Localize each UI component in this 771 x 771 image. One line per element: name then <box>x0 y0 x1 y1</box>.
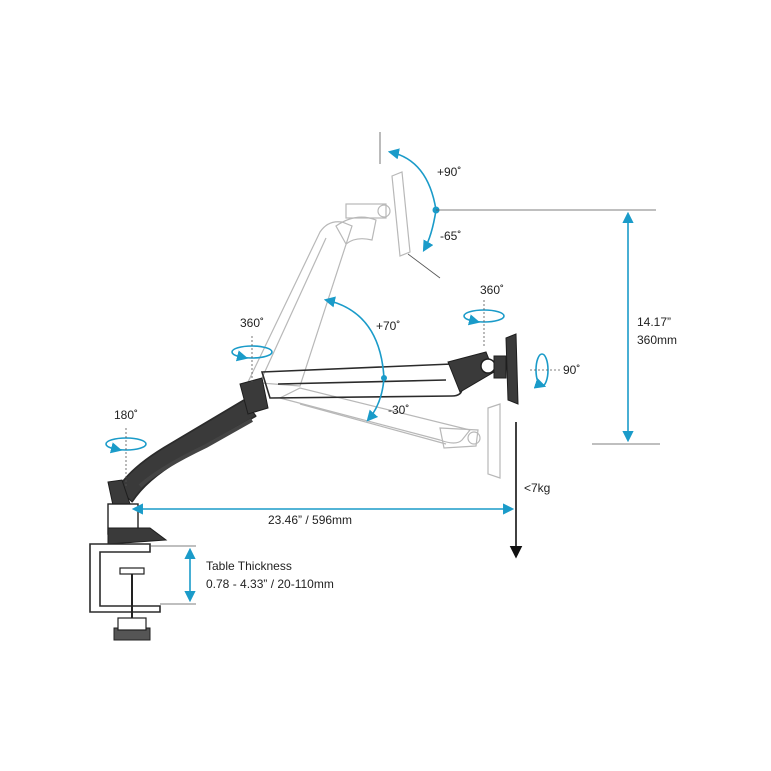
base-swivel-indicator: 180˚ <box>105 408 147 486</box>
tilt-up-label: +90˚ <box>437 165 461 179</box>
monitor-arm-solid <box>117 333 519 503</box>
ghost-raised-arm <box>247 171 411 387</box>
height-mm-label: 360mm <box>637 333 677 347</box>
ghost-lowered-arm <box>278 387 501 479</box>
tilt-indicator: +90˚ -65˚ <box>379 132 656 279</box>
table-thickness-dimension: Table Thickness 0.78 - 4.33” / 20-110mm <box>150 545 334 605</box>
arm-tilt-indicator: +70˚ -30˚ <box>323 296 409 422</box>
head-swivel-indicator: 360˚ <box>463 283 505 348</box>
reach-label: 23.46” / 596mm <box>268 513 352 527</box>
height-inch-label: 14.17” <box>637 315 671 329</box>
arm-tilt-down-label: -30˚ <box>388 403 409 417</box>
base-swivel-label: 180˚ <box>114 408 138 422</box>
arm-swivel-indicator: 360˚ <box>231 316 273 384</box>
arm-tilt-up-label: +70˚ <box>376 319 400 333</box>
height-dimension: 14.17” 360mm <box>592 211 677 445</box>
max-load-label: <7kg <box>524 481 550 495</box>
load-indicator: <7kg <box>509 422 550 559</box>
rotation-label: 90˚ <box>563 363 580 377</box>
head-swivel-label: 360˚ <box>480 283 504 297</box>
desk-clamp <box>89 479 168 641</box>
table-thickness-range: 0.78 - 4.33” / 20-110mm <box>206 577 334 591</box>
reach-dimension: 23.46” / 596mm <box>131 503 515 527</box>
tilt-down-label: -65˚ <box>440 229 461 243</box>
rotation-indicator: 90˚ <box>530 353 580 389</box>
arm-swivel-label: 360˚ <box>240 316 264 330</box>
table-thickness-title: Table Thickness <box>206 559 292 573</box>
